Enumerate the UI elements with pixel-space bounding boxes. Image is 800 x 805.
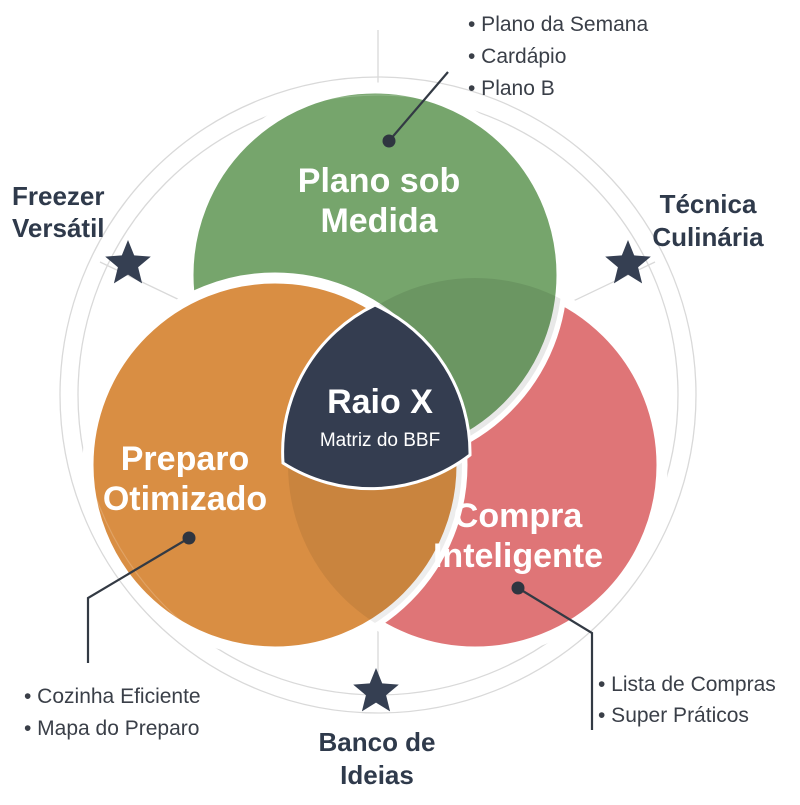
center-title: Raio X [327,383,433,421]
center-triangle [281,303,472,491]
banco-label-line-2: Ideias [340,760,414,790]
star-icon [353,668,399,712]
plano-title-line-1: Plano sob [298,162,460,200]
preparo-title-line-1: Preparo [121,440,250,478]
callout-dots [182,134,525,595]
plano-bullet-2: • Cardápio [468,45,566,68]
freezer-label-line-2: Versátil [12,213,105,243]
star-icon [605,240,651,284]
compra-bullet-1: • Lista de Compras [598,673,776,696]
compra-title-line-1: Compra [454,497,584,535]
center-subtitle: Matriz do BBF [320,430,440,451]
plano-bullet-1: • Plano da Semana [468,13,648,36]
preparo-title-line-2: Otimizado [103,480,267,518]
inner-guide-arcs [88,94,562,652]
preparo-bullet-2: • Mapa do Preparo [24,717,199,740]
callout-connectors [86,71,594,730]
freezer-label-line-1: Freezer [12,181,105,211]
banco-label-line-1: Banco de [318,727,435,757]
preparo-bullet-1: • Cozinha Eficiente [24,685,201,708]
star-icon [105,240,151,284]
tecnica-label-line-1: Técnica [660,189,757,219]
plano-bullet-3: • Plano B [468,77,555,100]
compra-title-line-2: Inteligente [433,537,603,575]
tecnica-label-line-2: Culinária [652,222,764,252]
compra-bullet-2: • Super Práticos [598,704,749,727]
plano-title-line-2: Medida [320,202,438,240]
